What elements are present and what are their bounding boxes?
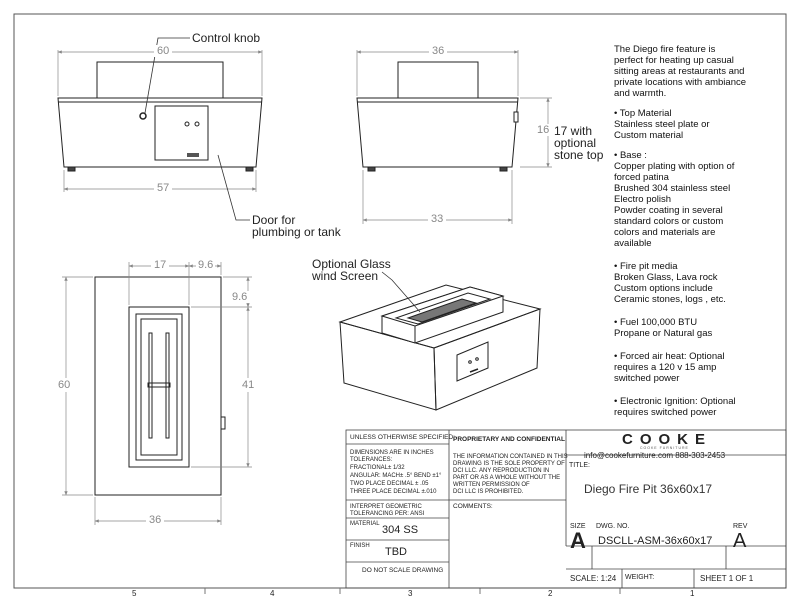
proprietary-line-1: THE INFORMATION CONTAINED IN THIS <box>453 454 568 460</box>
iso-view <box>338 284 542 411</box>
front-width-bottom-dim: 57 <box>154 182 173 194</box>
title-label: TITLE: <box>569 462 591 469</box>
comments-label: COMMENTS: <box>453 503 493 510</box>
proprietary-line-2: DRAWING IS THE SOLE PROPERTY OF <box>453 461 565 467</box>
glass-screen-callout-line1: Optional Glass <box>312 257 391 271</box>
sheet-label: SHEET 1 OF 1 <box>700 574 754 583</box>
top-dim-17: 17 <box>151 259 170 271</box>
knob-icon <box>139 112 147 120</box>
company-logo: COOKE <box>622 431 713 448</box>
proprietary-line-5: WRITTEN PERMISSION OF <box>453 482 530 488</box>
size-label: SIZE <box>570 523 586 530</box>
side-view-dims <box>356 50 552 224</box>
front-leaders <box>144 37 250 221</box>
unless-specified: UNLESS OTHERWISE SPECIFIED: <box>350 434 455 441</box>
proprietary-title: PROPRIETARY AND CONFIDENTIAL <box>453 436 565 443</box>
material-value: 304 SS <box>382 524 419 536</box>
tolerance-line-1: DIMENSIONS ARE IN INCHES <box>350 450 434 456</box>
border-zone-1: 1 <box>690 589 695 598</box>
border-zone-2: 2 <box>548 589 553 598</box>
top-dim-36: 36 <box>146 514 165 526</box>
door-callout-line1: Door for <box>252 213 296 227</box>
finish-value: TBD <box>385 546 407 558</box>
control-knob-callout: Control knob <box>192 31 261 45</box>
height-note-line3: stone top <box>554 148 604 162</box>
dwg-no-value: DSCLL-ASM-36x60x17 <box>598 535 713 547</box>
height-note-line1: 17 with <box>554 124 593 138</box>
top-dim-9-6-width: 9.6 <box>196 259 216 271</box>
glass-screen-callout-line2: wind Screen <box>312 269 379 283</box>
height-note-line2: optional <box>554 136 597 150</box>
rev-value: A <box>733 530 747 552</box>
company-logo-subtitle: COOKE FURNITURE <box>640 446 689 450</box>
interpret-line-1: INTERPRET GEOMETRIC <box>350 504 422 510</box>
border-zone-5: 5 <box>132 589 137 598</box>
tolerance-line-2: TOLERANCES: <box>350 457 393 463</box>
side-width-bottom-dim: 33 <box>428 213 447 225</box>
front-width-top-dim: 60 <box>154 45 173 57</box>
side-view <box>356 61 519 172</box>
rev-label: REV <box>733 523 748 530</box>
proprietary-line-3: DCI LLC. ANY REPRODUCTION IN <box>453 468 550 474</box>
border-zone-4: 4 <box>270 589 275 598</box>
finish-label: FINISH <box>350 543 370 549</box>
tolerance-line-5: TWO PLACE DECIMAL ± .05 <box>350 481 429 487</box>
tolerance-line-6: THREE PLACE DECIMAL ±.010 <box>350 489 437 495</box>
drawing-title: Diego Fire Pit 36x60x17 <box>584 482 713 496</box>
size-value: A <box>570 528 586 553</box>
proprietary-line-6: DCI LLC IS PROHIBITED. <box>453 489 524 495</box>
proprietary-line-4: PART OR AS A WHOLE WITHOUT THE <box>453 475 561 481</box>
tolerance-line-4: ANGULAR: MACH± .5° BEND ±1° <box>350 473 442 479</box>
material-label: MATERIAL <box>350 521 380 527</box>
door-callout-line2: plumbing or tank <box>252 225 341 239</box>
do-not-scale: DO NOT SCALE DRAWING <box>362 567 444 574</box>
top-view <box>94 276 226 496</box>
dwg-no-label: DWG. NO. <box>596 523 630 530</box>
weight-label: WEIGHT: <box>625 574 655 581</box>
top-dim-60: 60 <box>58 378 71 392</box>
tolerance-line-3: FRACTIONAL± 1/32 <box>350 465 405 471</box>
company-contact: info@cookefurniture.com 888-303-2453 <box>584 451 726 460</box>
border-zone-3: 3 <box>408 589 413 598</box>
side-width-top-dim: 36 <box>429 45 448 57</box>
side-height-dim: 16 <box>536 124 551 136</box>
title-block-lines <box>345 429 787 589</box>
interpret-line-2: TOLERANCING PER: ANSI <box>350 511 425 517</box>
top-dim-9-6-depth: 9.6 <box>230 291 250 303</box>
front-view <box>57 61 263 172</box>
scale-label: SCALE: 1:24 <box>570 574 617 583</box>
top-dim-41: 41 <box>242 378 255 392</box>
top-view-dims <box>62 262 252 525</box>
